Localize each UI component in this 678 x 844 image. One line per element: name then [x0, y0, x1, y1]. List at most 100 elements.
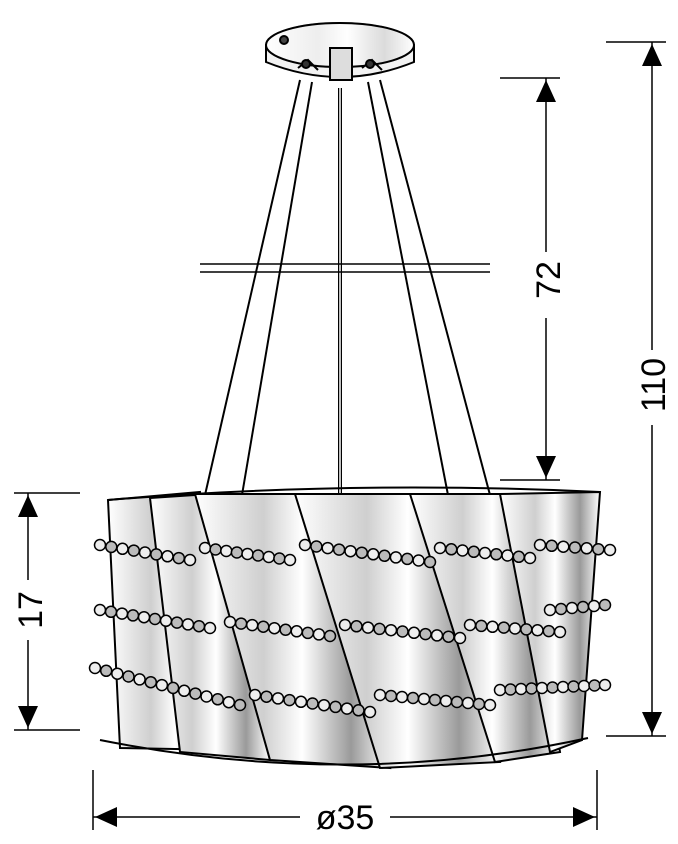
crystal-bead [177, 684, 191, 698]
crystal-bead [248, 688, 262, 702]
crystal-bead [344, 544, 357, 558]
total-height-label: 110 [635, 358, 673, 412]
crystal-bead [483, 698, 497, 712]
crystal-bead [475, 619, 488, 633]
crystal-bead [373, 622, 386, 636]
crystal-bead [111, 667, 124, 680]
crystal-bead [472, 697, 486, 711]
crystal-bead [553, 625, 567, 639]
crystal-bead [587, 599, 601, 613]
crystal-bead [290, 625, 303, 638]
crystal-bead [150, 548, 163, 561]
ceiling-canopy [265, 22, 415, 81]
crystal-bead [478, 546, 492, 560]
suspension-wires [204, 79, 491, 496]
crystal-bead [546, 681, 559, 694]
crystal-bead [567, 680, 580, 693]
crystal-bead [493, 683, 507, 697]
crystal-bead [105, 540, 118, 554]
crystal-bead [350, 620, 363, 633]
crystal-bead [203, 621, 217, 635]
break-lines [200, 263, 490, 273]
crystal-bead [384, 689, 398, 703]
crystal-bead [126, 609, 140, 622]
crystal-bead [412, 554, 425, 567]
crystal-bead [428, 693, 442, 707]
crystal-bead [200, 690, 213, 703]
crystal-bead [535, 681, 549, 695]
crystal-bead [406, 691, 420, 705]
crystal-bead [189, 687, 202, 700]
crystal-bead [395, 690, 409, 704]
crystal-bead [298, 538, 312, 552]
crystal-bead [321, 541, 334, 555]
crystal-bead [88, 661, 102, 675]
crystal-bead [93, 538, 107, 552]
crystal-bead [557, 540, 570, 553]
crystal-bead [580, 542, 593, 555]
crystal-bead [577, 679, 591, 693]
crystal-bead [508, 622, 522, 635]
crystal-bead [373, 688, 387, 702]
crystal-bead [486, 620, 499, 634]
crystal-bead [598, 598, 612, 612]
crystal-bead [283, 553, 297, 567]
crystal-bead [419, 627, 432, 641]
crystal-bead [430, 629, 444, 642]
crystal-bead [531, 624, 544, 637]
crystal-bead [148, 612, 162, 626]
crystal-bead [209, 543, 222, 556]
crystal-bead [523, 551, 537, 565]
crystal-bead [127, 544, 141, 557]
crystal-bead [181, 618, 195, 631]
dimension-total-height [606, 41, 666, 737]
crystal-bead [514, 682, 528, 696]
crystal-bead [565, 601, 579, 615]
crystal-bead [294, 695, 308, 709]
crystal-bead [329, 700, 342, 714]
crystal-bead [223, 615, 237, 629]
crystal-bead [257, 620, 270, 633]
crystal-bead [407, 626, 421, 640]
crystal-bead [598, 678, 612, 692]
dimension-shade-height [14, 492, 80, 731]
crystal-bead [99, 664, 113, 678]
crystal-bead [234, 617, 248, 630]
crystal-bead [260, 690, 273, 703]
crystal-bead [352, 704, 365, 717]
crystal-bead [172, 551, 186, 565]
crystal-bead [161, 550, 174, 563]
crystal-bead [273, 552, 286, 565]
crystal-bead [340, 702, 354, 715]
crystal-bead [230, 546, 244, 559]
crystal-bead [556, 680, 570, 694]
crystal-bead [417, 692, 431, 706]
crystal-bead [233, 698, 247, 712]
crystal-bead [497, 621, 511, 634]
crystal-bead [533, 538, 547, 552]
crystal-bead [512, 550, 526, 564]
diameter-label: ø35 [316, 799, 375, 837]
crystal-bead [442, 630, 455, 643]
crystal-bead [222, 695, 236, 709]
crystal-bead [568, 541, 582, 554]
crystal-bead [271, 692, 285, 705]
crystal-bead [306, 697, 319, 710]
crystal-bead [211, 693, 224, 706]
crystal-bead [170, 616, 184, 629]
crystal-bead [543, 603, 557, 617]
crystal-bead [463, 618, 477, 632]
crystal-bead [439, 694, 453, 708]
crystal-bead [520, 623, 533, 636]
crystal-bead [603, 543, 617, 557]
crystal-bead [450, 695, 464, 709]
crystal-bead [576, 600, 590, 614]
crystal-bands [88, 538, 617, 719]
crystal-bead [301, 626, 315, 640]
crystal-bead [554, 602, 568, 616]
crystal-bead [338, 618, 352, 632]
crystal-bead [279, 623, 292, 637]
crystal-bead [323, 629, 337, 643]
crystal-bead [312, 628, 326, 641]
